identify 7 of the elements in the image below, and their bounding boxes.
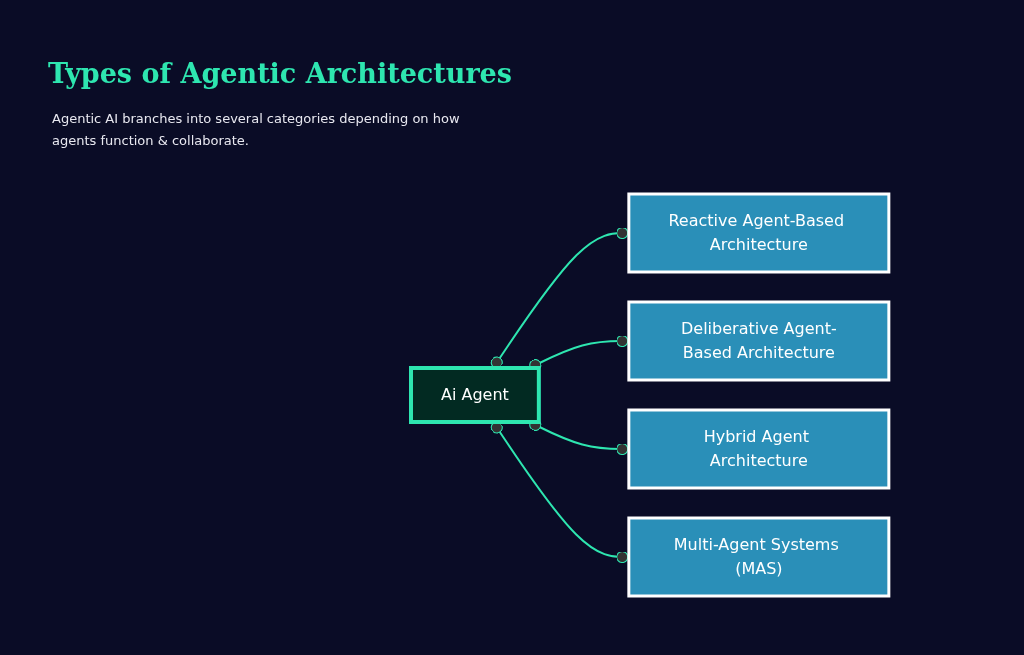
- caption: Agentic AI branches into several categories depending on how agents function & collaborate.: [52, 110, 461, 150]
- node-box: Deliberative Agent-Based Architecture: [627, 300, 891, 382]
- node-box: Hybrid Agent Architecture: [627, 408, 891, 490]
- node-box: Multi-Agent Systems (MAS): [627, 516, 891, 598]
- title: Types of Agentic Architectures: [48, 58, 512, 89]
- node-box: Ai Agent: [409, 366, 541, 424]
- node-box: Reactive Agent-Based Architecture: [627, 192, 891, 274]
